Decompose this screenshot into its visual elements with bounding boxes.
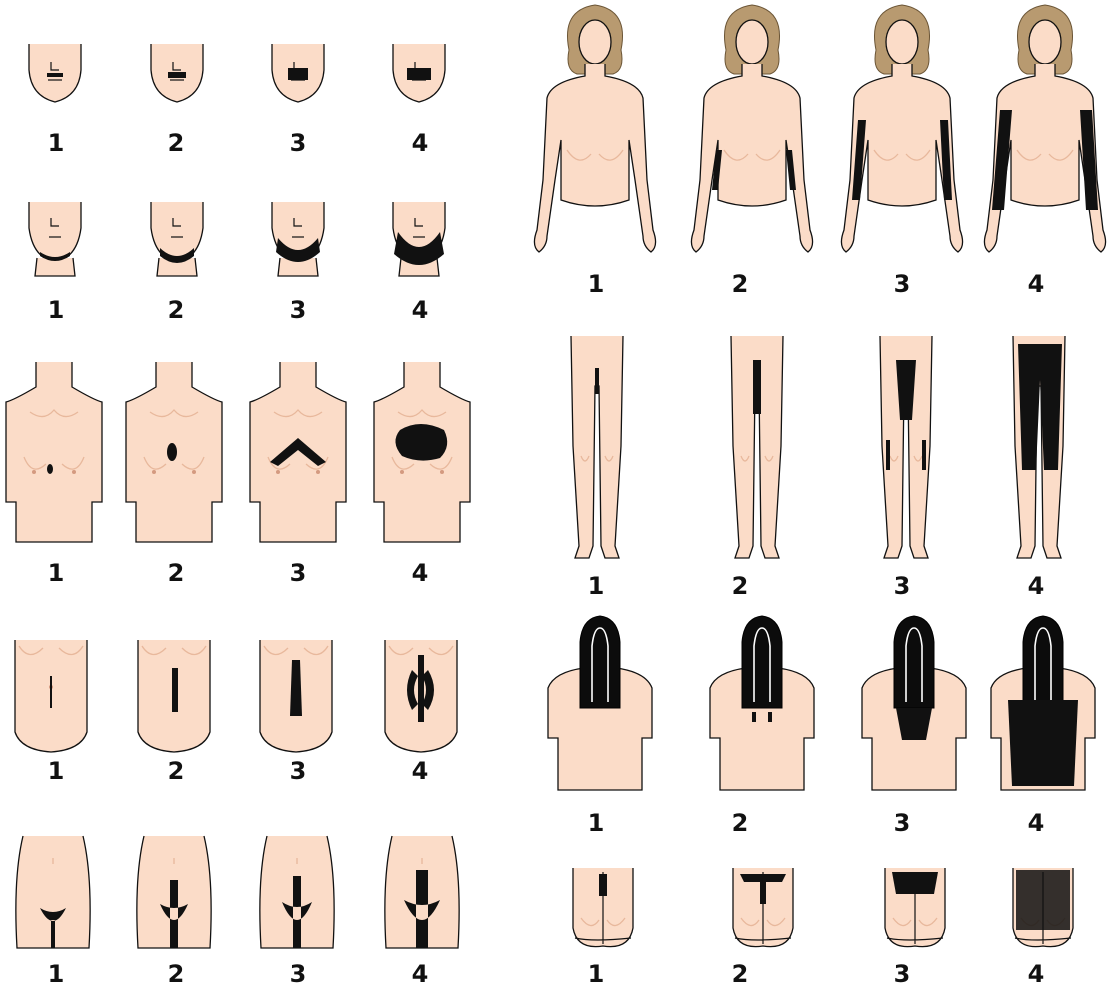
chin-grade-4: 4 (412, 296, 429, 324)
arms-row: 1 2 3 4 (534, 5, 1105, 298)
legs-row: 1 2 3 4 (571, 336, 1065, 600)
back-grade-3: 3 (894, 809, 911, 837)
arms-grade-2: 2 (732, 270, 749, 298)
upper-lip-grade-1: 1 (48, 129, 65, 157)
buttocks-grade-1: 1 (588, 960, 605, 988)
back-grade-4: 4 (1028, 809, 1045, 837)
pubic-grade-1: 1 (48, 960, 65, 988)
chin-row: 1 2 3 4 (29, 202, 445, 324)
upper-lip-grade-3: 3 (290, 129, 307, 157)
back-grade-1: 1 (588, 809, 605, 837)
abdomen-grade-2: 2 (168, 757, 185, 785)
chest-row: 1 2 3 4 (6, 362, 470, 587)
legs-grade-3: 3 (894, 572, 911, 600)
arms-grade-1: 1 (588, 270, 605, 298)
legs-grade-4: 4 (1028, 572, 1045, 600)
chest-grade-2: 2 (168, 559, 185, 587)
buttocks-grade-3: 3 (894, 960, 911, 988)
chest-grade-4: 4 (412, 559, 429, 587)
chest-grade-1: 1 (48, 559, 65, 587)
legs-grade-2: 2 (732, 572, 749, 600)
pubic-grade-4: 4 (412, 960, 429, 988)
chest-grade-3: 3 (290, 559, 307, 587)
back-row: 1 2 3 4 (548, 616, 1095, 837)
arms-grade-3: 3 (894, 270, 911, 298)
abdomen-grade-4: 4 (412, 757, 429, 785)
abdomen-grade-1: 1 (48, 757, 65, 785)
upper-lip-row: 1 2 3 4 (29, 44, 445, 157)
buttocks-grade-2: 2 (732, 960, 749, 988)
pubic-row: 1 2 3 4 (16, 836, 459, 988)
upper-lip-grade-2: 2 (168, 129, 185, 157)
upper-lip-grade-4: 4 (412, 129, 429, 157)
chin-grade-2: 2 (168, 296, 185, 324)
buttocks-grade-4: 4 (1028, 960, 1045, 988)
buttocks-row: 1 2 3 4 (573, 868, 1073, 988)
pubic-grade-2: 2 (168, 960, 185, 988)
pubic-grade-3: 3 (290, 960, 307, 988)
chin-grade-3: 3 (290, 296, 307, 324)
legs-grade-1: 1 (588, 572, 605, 600)
abdomen-grade-3: 3 (290, 757, 307, 785)
abdomen-row: 1 2 3 4 (15, 640, 457, 785)
chin-grade-1: 1 (48, 296, 65, 324)
arms-grade-4: 4 (1028, 270, 1045, 298)
back-grade-2: 2 (732, 809, 749, 837)
